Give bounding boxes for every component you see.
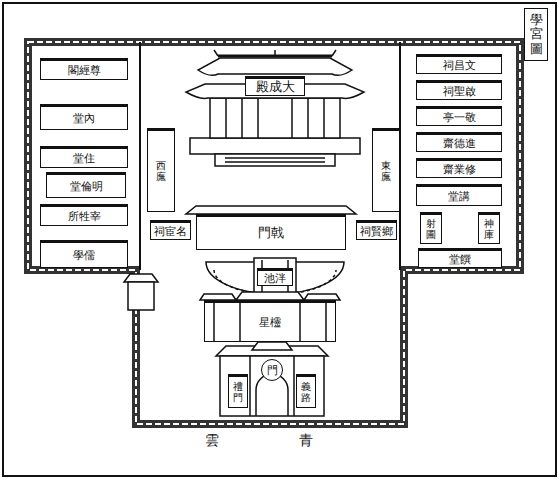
building-box: 泮池 bbox=[257, 268, 293, 286]
building-name: 文昌祠 bbox=[443, 59, 476, 71]
building-box: 講堂 bbox=[416, 184, 502, 206]
building-name: 射圃 bbox=[426, 218, 436, 240]
building-box: 戟門 bbox=[196, 214, 346, 250]
wing-building: 東廡 bbox=[372, 128, 400, 212]
building-box: 宰牲所 bbox=[40, 204, 128, 226]
building-box: 敬一亭 bbox=[416, 106, 502, 126]
wing-building: 義路 bbox=[296, 374, 316, 408]
title-box: 學宮圖 bbox=[524, 8, 548, 61]
building-name: 門 bbox=[267, 364, 278, 376]
wing-building: 神庫 bbox=[478, 212, 500, 244]
building-box: 進德齋 bbox=[416, 132, 502, 152]
gate-plaque: 門 bbox=[261, 359, 283, 381]
building-name: 西廡 bbox=[156, 160, 166, 182]
wing-building: 禮門 bbox=[228, 374, 248, 408]
building-name: 內堂 bbox=[73, 112, 95, 124]
building-box: 饌堂 bbox=[418, 248, 502, 268]
building-box: 大成殿 bbox=[245, 76, 305, 96]
building-name: 東廡 bbox=[381, 160, 391, 182]
building-name: 泮池 bbox=[264, 272, 286, 284]
wing-building: 西廡 bbox=[147, 128, 175, 212]
place-label: 青雲 bbox=[205, 432, 393, 450]
building-name: 儒學 bbox=[73, 249, 95, 261]
building-box: 明倫堂 bbox=[46, 172, 126, 198]
building-name: 饌堂 bbox=[449, 253, 471, 265]
building-name: 敬一亭 bbox=[443, 111, 476, 123]
building-box: 名宦祠 bbox=[150, 220, 191, 240]
building-box: 鄉賢祠 bbox=[356, 220, 397, 240]
building-box: 修業齋 bbox=[416, 158, 502, 178]
building-name: 尊經閣 bbox=[68, 64, 101, 76]
building-name: 戟門 bbox=[258, 226, 284, 240]
building-name: 鄉賢祠 bbox=[360, 225, 393, 237]
building-name: 神庫 bbox=[484, 218, 494, 240]
map-title: 學宮圖 bbox=[530, 13, 543, 56]
building-name: 大成殿 bbox=[256, 80, 295, 94]
building-name: 啟聖祠 bbox=[443, 85, 476, 97]
building-box: 住堂 bbox=[40, 146, 128, 168]
building-box: 文昌祠 bbox=[416, 54, 502, 74]
building-name: 修業齋 bbox=[443, 163, 476, 175]
building-name: 禮門 bbox=[233, 381, 243, 403]
wing-building: 射圃 bbox=[420, 212, 442, 244]
building-name: 名宦祠 bbox=[154, 225, 187, 237]
building-name: 講堂 bbox=[448, 190, 470, 202]
building-box: 儒學 bbox=[40, 240, 128, 268]
building-box: 內堂 bbox=[40, 104, 128, 130]
building-box: 尊經閣 bbox=[40, 58, 128, 80]
building-name: 宰牲所 bbox=[68, 210, 101, 222]
building-box: 啟聖祠 bbox=[416, 80, 502, 100]
building-name: 欞星 bbox=[259, 316, 281, 328]
building-box: 欞星 bbox=[204, 300, 336, 342]
building-name: 明倫堂 bbox=[70, 180, 103, 192]
building-name: 進德齋 bbox=[443, 137, 476, 149]
building-name: 住堂 bbox=[73, 152, 95, 164]
building-name: 義路 bbox=[301, 381, 311, 403]
